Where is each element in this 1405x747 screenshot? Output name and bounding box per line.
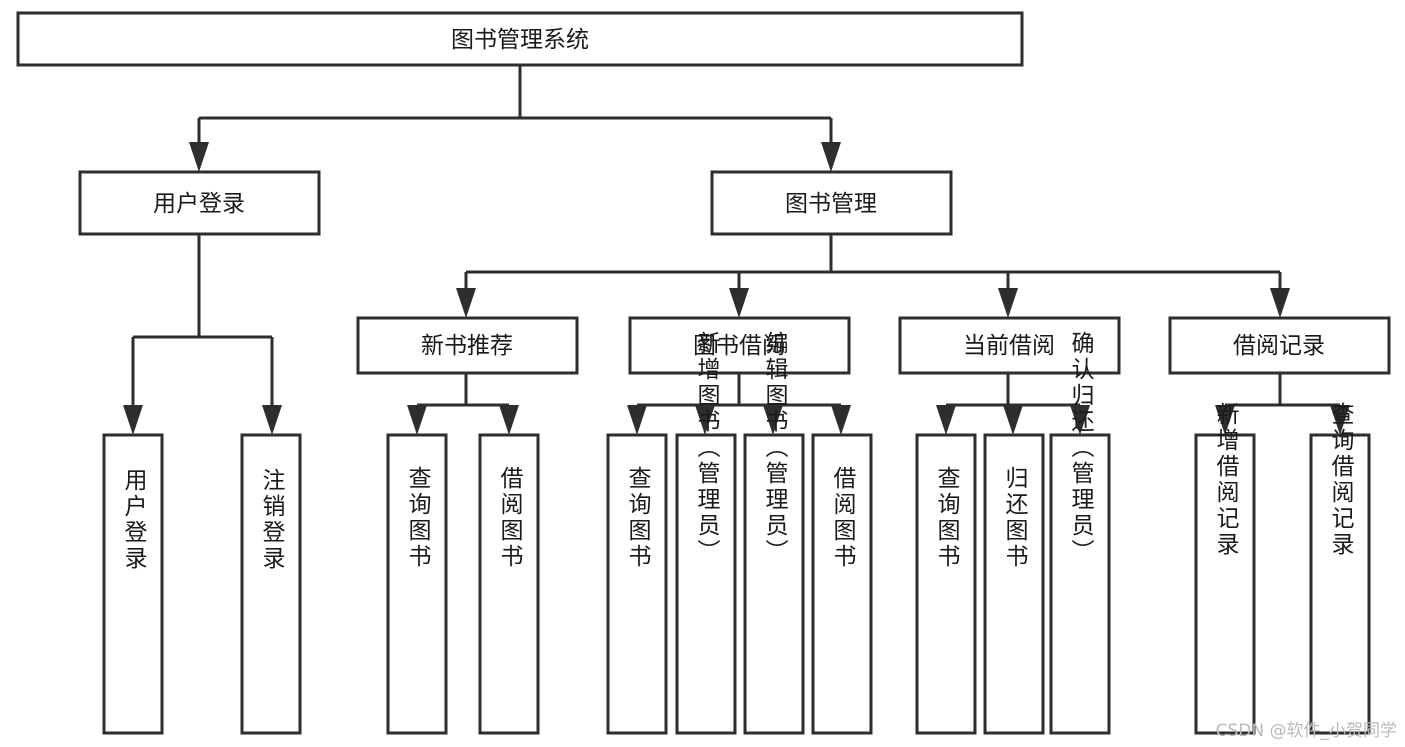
arrowhead-leaf-query-book-1 <box>407 405 427 435</box>
node-leaf-query-book-2-box[interactable] <box>606 433 668 735</box>
arrowhead-leaf-query-book-3 <box>936 405 956 435</box>
connector-group-book-borrow <box>627 373 851 435</box>
node-leaf-query-book-1-label: 查询图书 <box>404 466 432 570</box>
node-leaf-logout[interactable]: 注销登录 <box>240 433 302 735</box>
connector-group-borrow-record <box>1215 373 1350 435</box>
node-leaf-user-login[interactable]: 用户登录 <box>102 433 164 735</box>
arrowhead-leaf-confirm-return <box>1070 405 1090 435</box>
node-leaf-query-book-1[interactable]: 查询图书 <box>386 433 448 735</box>
node-leaf-query-book-3[interactable]: 查询图书 <box>915 433 977 735</box>
node-root[interactable]: 图书管理系统 <box>16 11 1024 67</box>
node-leaf-query-book-3-label: 查询图书 <box>933 466 961 570</box>
node-leaf-add-record-label: 新增借阅记录 <box>1212 402 1240 558</box>
node-root-label: 图书管理系统 <box>451 27 589 53</box>
node-leaf-edit-book-label: 编辑图书（管理员） <box>761 331 789 565</box>
arrowhead-new-book-recommend <box>456 288 476 318</box>
node-leaf-confirm-return-box[interactable] <box>1049 433 1111 735</box>
node-current-borrow-label: 当前借阅 <box>963 333 1055 359</box>
node-leaf-logout-box[interactable] <box>240 433 302 735</box>
connector-group-new-book-recommend <box>407 373 519 435</box>
node-leaf-add-book-box[interactable] <box>675 433 737 735</box>
arrowhead-leaf-logout <box>262 405 282 435</box>
node-leaf-borrow-book-2[interactable]: 借阅图书 <box>811 433 873 735</box>
node-leaf-edit-book[interactable]: 编辑图书（管理员） <box>743 331 805 735</box>
node-leaf-edit-book-box[interactable] <box>743 433 805 735</box>
node-leaf-return-book-box[interactable] <box>983 433 1045 735</box>
node-leaf-borrow-book-1-box[interactable] <box>478 433 540 735</box>
arrowhead-leaf-user-login <box>123 405 143 435</box>
connector-group-book-management <box>456 234 1290 318</box>
node-leaf-add-book[interactable]: 新增图书（管理员） <box>675 331 737 735</box>
node-book-management-label: 图书管理 <box>785 191 877 217</box>
connector-group-root <box>189 65 841 172</box>
node-leaf-add-record-box[interactable] <box>1194 433 1256 735</box>
node-leaf-query-book-3-box[interactable] <box>915 433 977 735</box>
node-leaf-user-login-label: 用户登录 <box>120 468 148 572</box>
node-leaf-query-book-1-box[interactable] <box>386 433 448 735</box>
arrowhead-leaf-add-record <box>1215 405 1235 435</box>
node-user-login-label: 用户登录 <box>153 191 245 217</box>
node-leaf-return-book[interactable]: 归还图书 <box>983 433 1045 735</box>
connector-group-current-borrow <box>936 373 1090 435</box>
node-borrow-record-label: 借阅记录 <box>1233 333 1325 359</box>
node-leaf-logout-label: 注销登录 <box>258 468 286 572</box>
node-leaf-borrow-book-1[interactable]: 借阅图书 <box>478 433 540 735</box>
node-leaf-query-book-2[interactable]: 查询图书 <box>606 433 668 735</box>
node-user-login[interactable]: 用户登录 <box>78 170 321 236</box>
arrowhead-book-borrow <box>729 288 749 318</box>
arrowhead-book-management <box>821 142 841 172</box>
node-current-borrow[interactable]: 当前借阅 <box>898 316 1121 375</box>
node-leaf-borrow-book-2-box[interactable] <box>811 433 873 735</box>
arrowhead-user-login <box>189 142 209 172</box>
node-leaf-borrow-book-1-label: 借阅图书 <box>496 466 524 570</box>
node-leaf-query-record-box[interactable] <box>1309 433 1371 735</box>
node-user-login-box[interactable] <box>78 170 321 236</box>
arrowhead-borrow-record <box>1270 288 1290 318</box>
node-leaf-borrow-book-2-label: 借阅图书 <box>829 466 857 570</box>
node-root-box[interactable] <box>16 11 1024 67</box>
node-book-management[interactable]: 图书管理 <box>710 170 953 236</box>
node-leaf-query-record[interactable]: 查询借阅记录 <box>1309 402 1371 735</box>
arrowhead-leaf-return-book <box>1003 405 1023 435</box>
node-leaf-query-record-label: 查询借阅记录 <box>1327 402 1355 558</box>
arrowhead-leaf-add-book <box>695 405 715 435</box>
node-current-borrow-box[interactable] <box>898 316 1121 375</box>
connector-group-user-login <box>123 234 282 435</box>
node-leaf-confirm-return[interactable]: 确认归还（管理员） <box>1049 331 1111 735</box>
node-leaf-user-login-box[interactable] <box>102 433 164 735</box>
node-book-borrow-box[interactable] <box>628 316 851 375</box>
arrowhead-leaf-edit-book <box>763 405 783 435</box>
arrowhead-leaf-borrow-book-2 <box>831 405 851 435</box>
node-book-borrow[interactable]: 图书借阅 <box>628 316 851 375</box>
arrowhead-leaf-borrow-book-1 <box>499 405 519 435</box>
node-new-book-recommend-box[interactable] <box>356 316 579 375</box>
node-new-book-recommend-label: 新书推荐 <box>421 333 513 359</box>
arrowhead-leaf-query-book-2 <box>627 405 647 435</box>
node-leaf-add-record[interactable]: 新增借阅记录 <box>1194 402 1256 735</box>
node-book-borrow-label: 图书借阅 <box>693 333 785 359</box>
node-book-management-box[interactable] <box>710 170 953 236</box>
arrowhead-current-borrow <box>998 288 1018 318</box>
arrowhead-leaf-query-record <box>1330 405 1350 435</box>
node-leaf-query-book-2-label: 查询图书 <box>624 466 652 570</box>
node-borrow-record-box[interactable] <box>1168 316 1391 375</box>
node-new-book-recommend[interactable]: 新书推荐 <box>356 316 579 375</box>
node-leaf-return-book-label: 归还图书 <box>1001 466 1029 570</box>
node-leaf-confirm-return-label: 确认归还（管理员） <box>1067 331 1095 565</box>
node-borrow-record[interactable]: 借阅记录 <box>1168 316 1391 375</box>
node-leaf-add-book-label: 新增图书（管理员） <box>693 331 721 565</box>
